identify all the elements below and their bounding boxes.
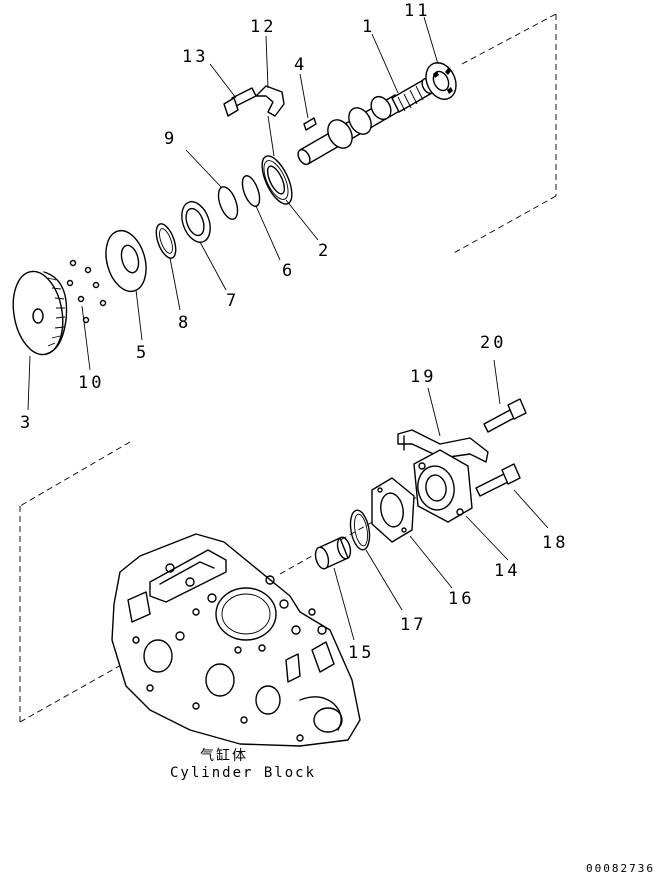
camshaft: [297, 77, 435, 166]
part-10-balls: [66, 259, 107, 324]
part-4-key: [303, 117, 317, 131]
callout-labels: 1 2 3 4 5 6 7 8 9 10 11 12 13 14 15 16 1…: [20, 1, 568, 663]
part-8-washer: [155, 223, 177, 259]
part-6-snap-ring: [241, 175, 261, 207]
part-7-spacer: [181, 201, 211, 243]
callout-9: 9: [164, 129, 177, 149]
callout-11: 11: [404, 1, 430, 21]
part-17-o-ring: [349, 509, 371, 551]
callout-13: 13: [182, 47, 208, 67]
callout-20: 20: [480, 333, 506, 353]
part-3-gear: [12, 270, 68, 356]
callout-14: 14: [494, 561, 520, 581]
leader-lines-lower: [333, 359, 549, 641]
part-18-bolt: [475, 463, 521, 497]
part-11-gear: [425, 62, 457, 100]
callout-10: 10: [78, 373, 104, 393]
part-14-housing: [413, 449, 473, 523]
part-20-bolt: [483, 398, 527, 433]
callout-17: 17: [400, 615, 426, 635]
part-9-ring: [217, 186, 239, 220]
callout-2: 2: [318, 241, 331, 261]
caption-english: Cylinder Block: [170, 765, 316, 781]
part-12-thrust-plate: [255, 85, 285, 117]
callout-16: 16: [448, 589, 474, 609]
callout-19: 19: [410, 367, 436, 387]
part-15-bushing: [314, 536, 352, 570]
part-2-bearing: [261, 155, 293, 205]
callout-15: 15: [348, 643, 374, 663]
callout-3: 3: [20, 413, 33, 433]
callout-12: 12: [250, 17, 276, 37]
callout-7: 7: [226, 291, 239, 311]
callout-18: 18: [542, 533, 568, 553]
drawing-number: 00082736: [586, 862, 655, 875]
callout-6: 6: [282, 261, 295, 281]
callout-4: 4: [294, 55, 307, 75]
callout-8: 8: [178, 313, 191, 333]
callout-5: 5: [136, 343, 149, 363]
part-16-gasket: [371, 477, 415, 543]
caption-chinese: 气缸体: [200, 747, 248, 764]
part-19-bracket: [397, 429, 489, 463]
leader-lines-upper: [27, 16, 439, 411]
callout-1: 1: [362, 17, 375, 37]
part-13-bolt: [223, 87, 257, 117]
cylinder-block: [111, 533, 361, 747]
part-5-hub: [105, 229, 147, 293]
